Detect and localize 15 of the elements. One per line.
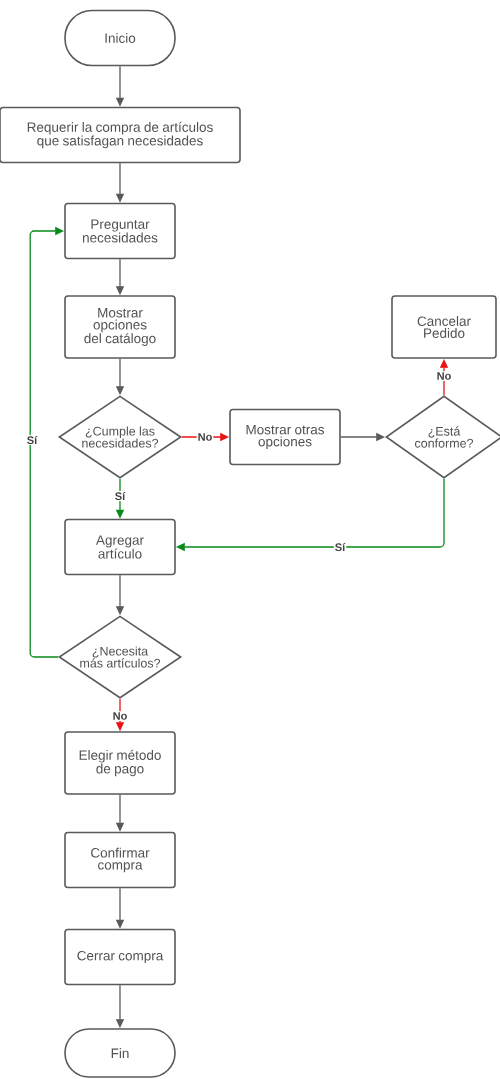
process-box: Mostrar opciones del catálogo [64, 295, 176, 359]
process-box: Elegir método de pago [64, 731, 176, 795]
process-box: Preguntar necesidades [64, 202, 176, 260]
process-box: Cancelar Pedido [391, 295, 497, 359]
edge-label: No [196, 432, 214, 442]
edge-label: No [111, 711, 129, 721]
edge-label: Sí [333, 541, 347, 553]
process-box: Agregar artículo [64, 518, 176, 576]
edge-label: Sí [113, 490, 127, 502]
process-box: Mostrar otras opciones [229, 408, 341, 466]
process-box: Confirmar compra [64, 831, 176, 889]
process-box: Requerir la compra de artículos que satisfagan necesidades [0, 106, 241, 164]
edge-label: No [435, 371, 453, 381]
edge-label: Sí [25, 434, 39, 446]
process-box: Cerrar compra [64, 928, 176, 986]
